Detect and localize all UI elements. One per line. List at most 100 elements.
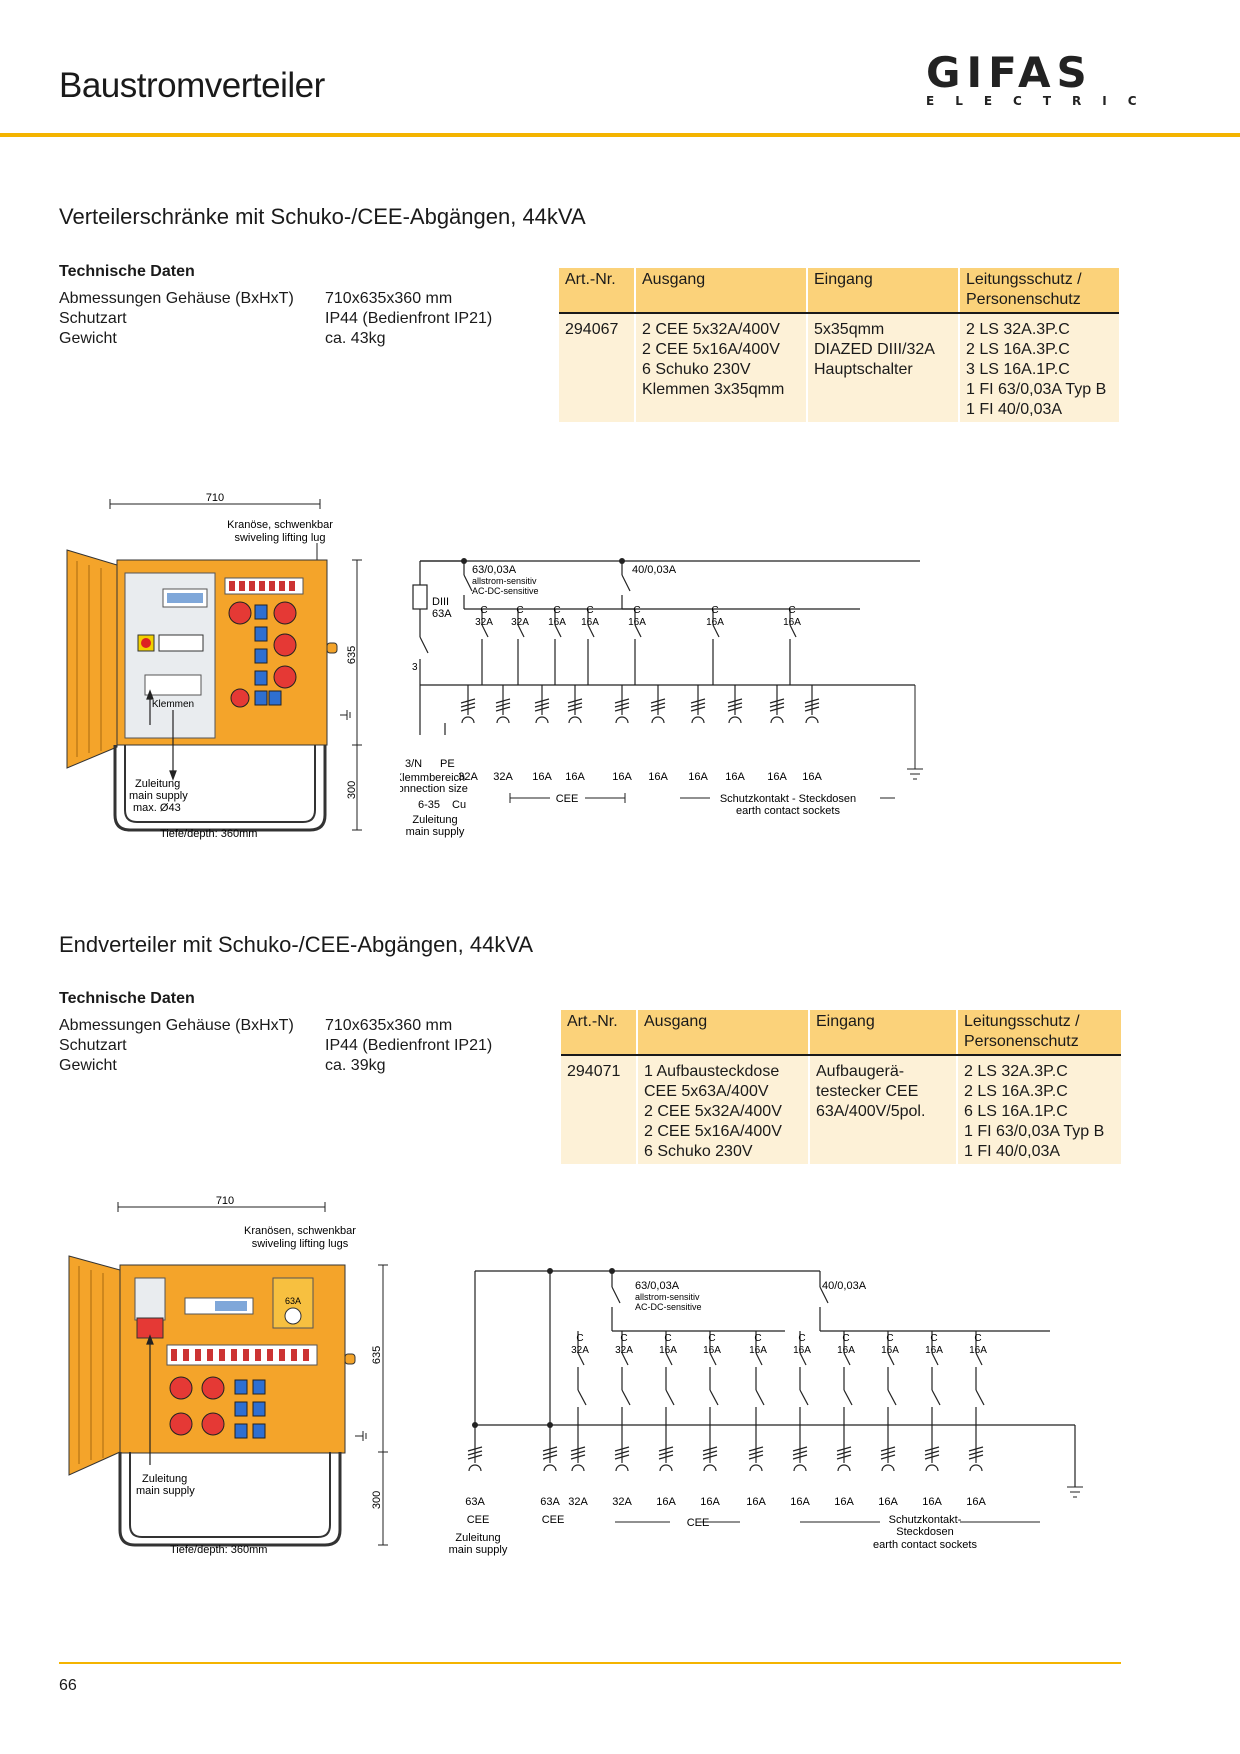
breaker-type-label: C: [620, 1333, 627, 1344]
lug-label-en: swiveling lifting lugs: [252, 1238, 349, 1250]
th-schutz: Leitungsschutz / Personenschutz: [957, 1010, 1121, 1056]
outlet-symbol: [690, 695, 706, 724]
th-schutz-line2: Personenschutz: [966, 291, 1081, 308]
spec-row: Schutzart IP44 (Bedienfront IP21): [59, 309, 492, 329]
fuse-label-1: DIII: [432, 596, 449, 608]
schuko-de: Schutzkontakt - Steckdosen: [720, 793, 856, 805]
breaker-type-label: C: [633, 605, 640, 616]
spec-value: 710x635x360 mm: [325, 290, 453, 307]
section1-title: Verteilerschränke mit Schuko-/CEE-Abgäng…: [59, 204, 586, 229]
cell-line: Klemmen 3x35qmm: [642, 381, 785, 398]
spec-row: Abmessungen Gehäuse (BxHxT) 710x635x360 …: [59, 1016, 492, 1036]
section2-product-table: Art.-Nr. Ausgang Eingang Leitungsschutz …: [561, 1010, 1121, 1164]
cell-line: testecker CEE: [816, 1083, 919, 1100]
supply-max-label: max. Ø43: [133, 802, 181, 814]
cell-line: 1 FI 40/0,03A: [964, 1143, 1061, 1160]
outlet-symbol: [542, 1443, 558, 1472]
outlet-symbol: [570, 1443, 586, 1472]
outlet-rating-label: 16A: [834, 1496, 854, 1508]
th-schutz-line1: Leitungsschutz /: [966, 271, 1082, 288]
outlet-rating-label: 16A: [725, 771, 745, 783]
table-row: 294067 2 CEE 5x32A/400V 2 CEE 5x16A/400V…: [559, 313, 1119, 422]
spec-value: ca. 39kg: [325, 1057, 386, 1074]
outlet-rating-label: 32A: [493, 771, 513, 783]
klemmen-label: Klemmen: [152, 699, 194, 710]
outlet-rating-label: 16A: [656, 1496, 676, 1508]
cell-line: 2 LS 16A.3P.C: [966, 341, 1070, 358]
depth-label: Tiefe/depth: 360mm: [170, 1544, 267, 1556]
spec-label: Abmessungen Gehäuse (BxHxT): [59, 1017, 294, 1034]
th-schutz-line1: Leitungsschutz /: [964, 1013, 1080, 1030]
outlet-rating-label: 16A: [612, 771, 632, 783]
outlet-symbol: [534, 695, 550, 724]
width-dimension: 710: [216, 1195, 234, 1207]
spec-row: Abmessungen Gehäuse (BxHxT) 710x635x360 …: [59, 289, 492, 309]
th-schutz: Leitungsschutz / Personenschutz: [959, 268, 1119, 314]
logo-subtext: ELECTRIC: [926, 94, 1158, 108]
outlet-symbol: [567, 695, 583, 724]
cell-line: 1 FI 40/0,03A: [966, 401, 1063, 418]
breaker-type-label: C: [480, 605, 487, 616]
fi1-sub1: allstrom-sensitiv: [472, 576, 537, 586]
breaker-rating-label: 16A: [749, 1345, 767, 1356]
plug-rating: 63A: [285, 1296, 301, 1306]
section1-cabinet-drawing: 710 Kranöse, schwenkbar swiveling liftin…: [66, 492, 362, 840]
outlet-symbol: [727, 695, 743, 724]
table-row: 294071 1 Aufbausteckdose CEE 5x63A/400V …: [561, 1055, 1121, 1164]
breaker-rating-label: 16A: [659, 1345, 677, 1356]
supply-de: Zuleitung: [412, 814, 457, 826]
th-ausgang: Ausgang: [637, 1010, 810, 1056]
outlet-rating-label: 16A: [767, 771, 787, 783]
junction-dot: [609, 1268, 615, 1274]
pe-label: PE: [440, 758, 455, 770]
cell-line: 6 Schuko 230V: [644, 1143, 753, 1160]
height-dimension-top: 635: [371, 1346, 383, 1364]
spec-value: ca. 43kg: [325, 330, 386, 347]
outlet-symbol: [614, 1443, 630, 1472]
fi1-label: 63/0,03A: [472, 564, 517, 576]
brand-logo: GIFAS ELECTRIC: [926, 48, 1137, 109]
outlet-rating-label: 16A: [688, 771, 708, 783]
cell-art-nr: 294071: [561, 1055, 638, 1164]
breaker-type-label: C: [664, 1333, 671, 1344]
fi1-sub2: AC-DC-sensitive: [635, 1302, 702, 1312]
section2-cabinet-drawing: 710 Kranösen, schwenkbar swiveling lifti…: [68, 1195, 388, 1556]
outlet-symbol: [968, 1443, 984, 1472]
spec-label: Gewicht: [59, 1057, 117, 1074]
fi1-label: 63/0,03A: [635, 1280, 680, 1292]
spec-value: IP44 (Bedienfront IP21): [325, 1037, 493, 1054]
section2-wiring-schematic: 63/0,03A allstrom-sensitiv AC-DC-sensiti…: [449, 1268, 1083, 1556]
cell-line: 63A/400V/5pol.: [816, 1103, 926, 1120]
outlet-rating-label: 16A: [966, 1496, 986, 1508]
spec-label: Abmessungen Gehäuse (BxHxT): [59, 290, 294, 307]
n-label: 3/N: [405, 758, 422, 770]
footer-divider: [59, 1662, 1121, 1664]
breaker-rating-label: 32A: [511, 617, 529, 628]
outlet-symbol: [460, 695, 476, 724]
cell-line: 2 CEE 5x16A/400V: [644, 1123, 782, 1140]
outlet-rating-label: 63A: [540, 1496, 560, 1508]
logo-text: GIFAS: [926, 48, 1093, 97]
breaker-rating-label: 16A: [969, 1345, 987, 1356]
junction-dot: [461, 558, 467, 564]
cell-line: 1 Aufbausteckdose: [644, 1063, 780, 1080]
klemm-cu: Cu: [452, 799, 466, 811]
supply-label-en: main supply: [136, 1485, 195, 1497]
outlet-rating-label: 16A: [648, 771, 668, 783]
klemm-size: 6-35: [418, 799, 440, 811]
cell-line: 6 Schuko 230V: [642, 361, 751, 378]
outlet-rating-label: 16A: [802, 771, 822, 783]
outlet-symbol: [836, 1443, 852, 1472]
cell-ausgang: 2 CEE 5x32A/400V 2 CEE 5x16A/400V 6 Schu…: [635, 313, 808, 422]
th-eingang: Eingang: [809, 1010, 958, 1056]
